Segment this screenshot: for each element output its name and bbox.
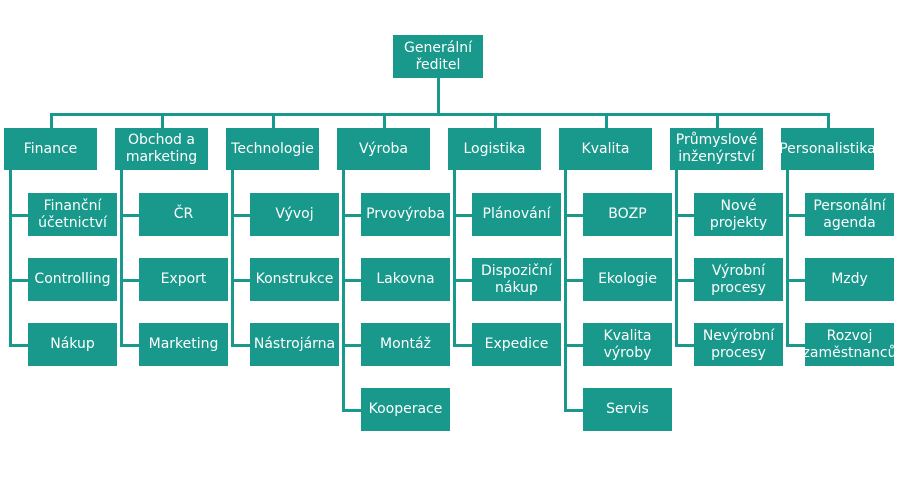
sub-unit-box: Dispoziční nákup xyxy=(472,258,561,301)
department-box: Výroba xyxy=(337,128,430,170)
sub-unit-box: Nevýrobní procesy xyxy=(694,323,783,366)
child-connector xyxy=(675,278,694,282)
department-connector xyxy=(493,113,497,128)
department-connector xyxy=(715,113,719,128)
branch-trunk xyxy=(453,170,456,347)
child-connector xyxy=(453,278,472,282)
branch-trunk xyxy=(231,170,234,347)
child-connector xyxy=(564,213,583,217)
department-box: Kvalita xyxy=(559,128,652,170)
sub-unit-box: Marketing xyxy=(139,323,228,366)
child-connector xyxy=(342,408,361,412)
sub-unit-box: Personální agenda xyxy=(805,193,894,236)
sub-unit-box: Kooperace xyxy=(361,388,450,431)
child-connector xyxy=(786,278,805,282)
child-connector xyxy=(675,213,694,217)
child-connector xyxy=(564,343,583,347)
child-connector xyxy=(786,343,805,347)
child-connector xyxy=(120,213,139,217)
child-connector xyxy=(342,343,361,347)
branch-trunk xyxy=(342,170,345,412)
child-connector xyxy=(120,343,139,347)
child-connector xyxy=(564,408,583,412)
branch-trunk xyxy=(564,170,567,412)
child-connector xyxy=(786,213,805,217)
child-connector xyxy=(231,278,250,282)
sub-unit-box: Konstrukce xyxy=(250,258,339,301)
sub-unit-box: ČR xyxy=(139,193,228,236)
department-box: Průmyslové inženýrství xyxy=(670,128,763,170)
root-box: Generální ředitel xyxy=(393,35,483,78)
sub-unit-box: BOZP xyxy=(583,193,672,236)
department-box: Obchod a marketing xyxy=(115,128,208,170)
branch-trunk xyxy=(675,170,678,347)
sub-unit-box: Mzdy xyxy=(805,258,894,301)
department-connector xyxy=(160,113,164,128)
sub-unit-box: Lakovna xyxy=(361,258,450,301)
child-connector xyxy=(342,213,361,217)
child-connector xyxy=(120,278,139,282)
department-box: Finance xyxy=(4,128,97,170)
department-connector xyxy=(271,113,275,128)
sub-unit-box: Výrobní procesy xyxy=(694,258,783,301)
department-connector xyxy=(382,113,386,128)
department-connector xyxy=(49,113,53,128)
child-connector xyxy=(231,213,250,217)
sub-unit-box: Plánování xyxy=(472,193,561,236)
child-connector xyxy=(453,213,472,217)
child-connector xyxy=(9,213,28,217)
sub-unit-box: Montáž xyxy=(361,323,450,366)
child-connector xyxy=(231,343,250,347)
child-connector xyxy=(9,343,28,347)
branch-trunk xyxy=(9,170,12,347)
department-box: Personalistika xyxy=(779,128,876,170)
child-connector xyxy=(675,343,694,347)
department-box: Technologie xyxy=(226,128,319,170)
sub-unit-box: Nástrojárna xyxy=(250,323,339,366)
child-connector xyxy=(9,278,28,282)
sub-unit-box: Vývoj xyxy=(250,193,339,236)
child-connector xyxy=(564,278,583,282)
department-connector xyxy=(604,113,608,128)
sub-unit-box: Nákup xyxy=(28,323,117,366)
root-connector xyxy=(437,78,440,115)
child-connector xyxy=(453,343,472,347)
sub-unit-box: Expedice xyxy=(472,323,561,366)
child-connector xyxy=(342,278,361,282)
sub-unit-box: Finanční účetnictví xyxy=(28,193,117,236)
branch-trunk xyxy=(120,170,123,347)
branch-trunk xyxy=(786,170,789,347)
sub-unit-box: Export xyxy=(139,258,228,301)
department-connector xyxy=(826,113,830,128)
sub-unit-box: Rozvoj zaměstnanců xyxy=(803,323,896,366)
sub-unit-box: Prvovýroba xyxy=(361,193,450,236)
sub-unit-box: Nové projekty xyxy=(694,193,783,236)
sub-unit-box: Kvalita výroby xyxy=(583,323,672,366)
sub-unit-box: Ekologie xyxy=(583,258,672,301)
sub-unit-box: Servis xyxy=(583,388,672,431)
department-box: Logistika xyxy=(448,128,541,170)
sub-unit-box: Controlling xyxy=(28,258,117,301)
